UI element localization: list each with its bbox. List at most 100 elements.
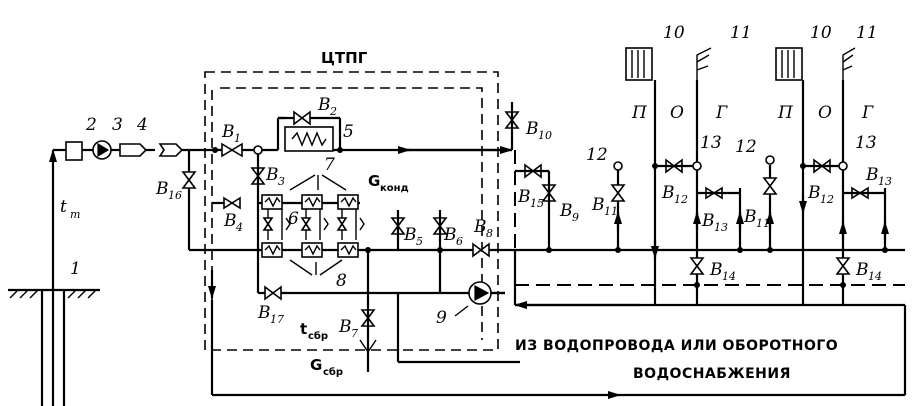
label-7: 7 <box>324 155 335 175</box>
svg-text:12: 12 <box>820 193 834 206</box>
svg-text:B: B <box>865 165 879 185</box>
caption-line-1: ИЗ ВОДОПРОВОДА ИЛИ ОБОРОТНОГО <box>515 338 838 354</box>
valve-b11a <box>610 184 626 202</box>
tap-11-a <box>696 47 712 80</box>
valve-b15 <box>515 163 549 179</box>
svg-text:B: B <box>155 179 169 199</box>
svg-text:11: 11 <box>604 205 618 218</box>
svg-text:13: 13 <box>714 221 728 234</box>
valve-b11b <box>762 177 778 195</box>
svg-text:B: B <box>517 187 531 207</box>
valve-b17 <box>264 285 282 301</box>
svg-text:B: B <box>807 183 821 203</box>
svg-text:5: 5 <box>416 235 423 248</box>
svg-text:B: B <box>743 207 757 227</box>
svg-text:12: 12 <box>674 193 688 206</box>
svg-text:16: 16 <box>168 189 182 202</box>
label-8: 8 <box>336 271 347 291</box>
valve-b13b <box>843 186 885 200</box>
valve-b14b <box>835 257 851 275</box>
fitting-b3 <box>253 145 263 155</box>
symbol-t-t: t <box>60 197 67 217</box>
valve-b10 <box>504 102 520 150</box>
svg-text:14: 14 <box>722 270 736 283</box>
valve-b13a <box>697 186 740 200</box>
fitting-12-a <box>613 161 623 171</box>
label-13-b: 13 <box>855 133 877 153</box>
svg-text:7: 7 <box>351 327 358 340</box>
fitting-13-a <box>692 161 702 171</box>
svg-text:15: 15 <box>530 197 544 210</box>
svg-text:9: 9 <box>572 211 579 224</box>
svg-text:B: B <box>473 217 487 237</box>
svg-text:B: B <box>855 260 869 280</box>
fitting-13-b <box>838 161 848 171</box>
filter-4 <box>119 143 148 157</box>
symbol-g-kond-sub: конд <box>380 183 409 194</box>
svg-text:B: B <box>525 119 539 139</box>
symbol-g-kond: G <box>368 172 380 190</box>
svg-text:B: B <box>338 317 352 337</box>
pump-9 <box>454 281 492 317</box>
svg-text:B: B <box>559 201 573 221</box>
valve-b6 <box>432 210 448 293</box>
label-12-b: 12 <box>735 137 757 157</box>
valve-b12b <box>803 158 839 174</box>
valve-b12a <box>655 158 693 174</box>
valve-b1 <box>221 142 243 158</box>
radiator-10-a <box>625 47 653 81</box>
floor-letter-o-2: О <box>818 103 832 123</box>
svg-text:3: 3 <box>278 175 285 188</box>
label-4: 4 <box>136 115 148 135</box>
label-6: 6 <box>288 209 299 229</box>
separator-2 <box>65 141 83 161</box>
floor-letter-p-1: П <box>631 103 648 123</box>
junction-nodes <box>212 147 888 288</box>
fitting-12-b <box>765 155 775 165</box>
valve-b7 <box>359 250 377 372</box>
svg-text:8: 8 <box>486 227 493 240</box>
svg-text:2: 2 <box>329 105 337 118</box>
label-3: 3 <box>112 115 123 135</box>
valve-b4 <box>212 196 241 210</box>
floor-letter-g-1: Г <box>715 103 728 123</box>
svg-text:B: B <box>265 165 279 185</box>
label-2: 2 <box>85 115 97 135</box>
label-11-a: 11 <box>730 23 752 43</box>
svg-text:13: 13 <box>878 175 892 188</box>
svg-text:6: 6 <box>456 235 463 248</box>
ctpg-title: ЦТПГ <box>321 49 368 67</box>
valve-b5 <box>390 210 406 250</box>
floor-letter-g-2: Г <box>861 103 874 123</box>
floor-letter-o-1: О <box>670 103 684 123</box>
svg-text:B: B <box>257 303 271 323</box>
label-12-a: 12 <box>586 145 608 165</box>
svg-text:B: B <box>221 122 235 142</box>
svg-text:14: 14 <box>868 270 882 283</box>
caption-line-2: ВОДОСНАБЖЕНИЯ <box>633 366 791 382</box>
label-10-a: 10 <box>663 23 685 43</box>
svg-text:B: B <box>709 260 723 280</box>
ctpg-boundary <box>204 71 499 351</box>
label-9: 9 <box>436 308 447 328</box>
exchanger-bank-8 <box>261 174 359 276</box>
svg-text:B: B <box>661 183 675 203</box>
floor-letter-p-2: П <box>777 103 794 123</box>
valve-b2 <box>293 110 311 126</box>
symbol-t-sbr-sub: сбр <box>308 330 328 342</box>
symbol-t-t-sub: т <box>70 208 80 221</box>
